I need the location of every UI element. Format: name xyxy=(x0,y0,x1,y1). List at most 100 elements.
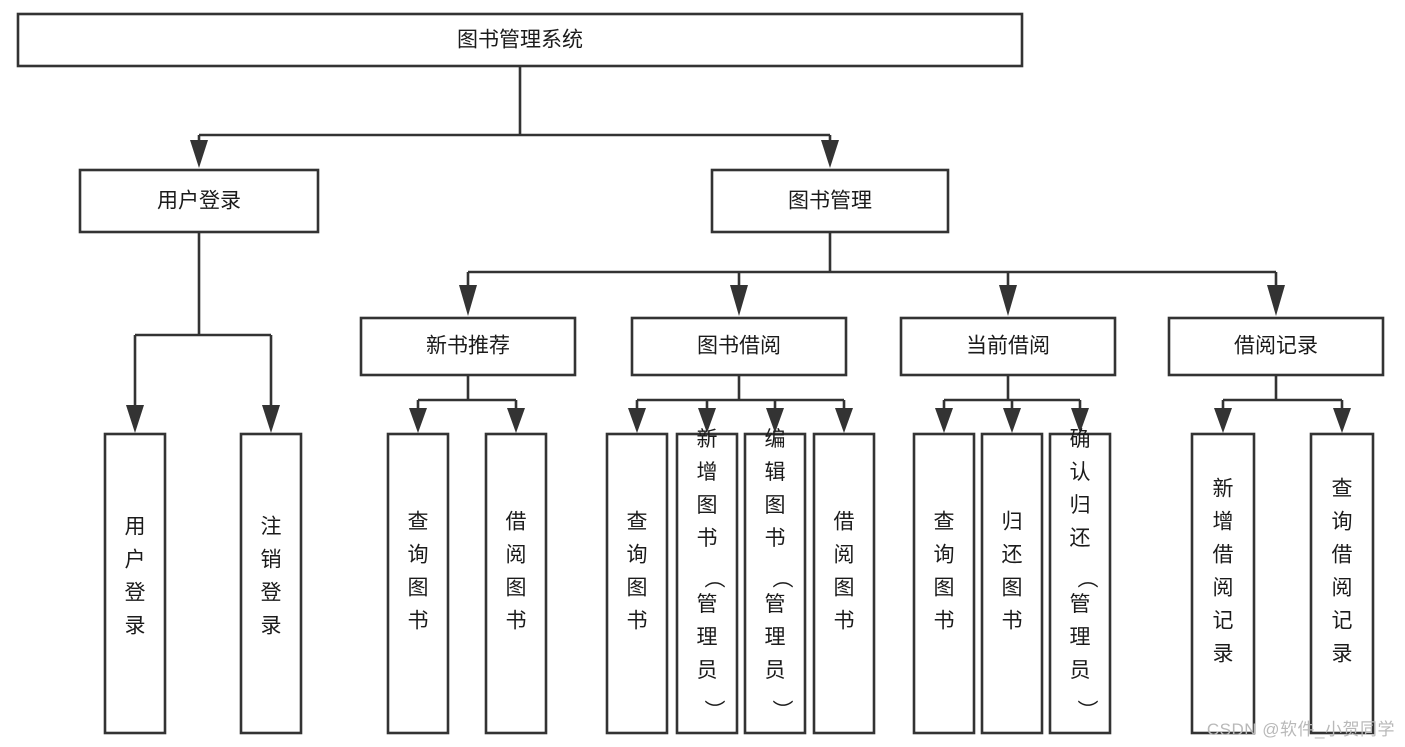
node-box-new-book-recommend[interactable] xyxy=(359,316,577,377)
vertical-char: 书 xyxy=(834,610,855,633)
node-box-user-login[interactable] xyxy=(78,168,320,234)
vertical-char: 用 xyxy=(125,516,146,539)
node-label-borrow-record: 借阅记录 xyxy=(1234,335,1318,358)
node-user-login[interactable]: 用户登录 xyxy=(78,168,320,234)
arrowhead-user-login xyxy=(190,140,208,168)
vertical-char: 录 xyxy=(1213,643,1234,666)
arrowhead-book-mgmt xyxy=(821,140,839,168)
arrowhead-currentborrow-child-3 xyxy=(1071,408,1089,433)
arrowhead-bookborrow-child-2 xyxy=(698,408,716,433)
vertical-char: （ xyxy=(702,568,725,589)
leaf-box-borrow-book-2[interactable] xyxy=(812,432,876,735)
node-new-book-recommend[interactable]: 新书推荐 xyxy=(359,316,577,377)
vertical-char: 辑 xyxy=(765,461,786,484)
vertical-char: 书 xyxy=(697,527,718,550)
vertical-char: 管 xyxy=(1070,593,1091,616)
arrowhead-bookborrow-child-3 xyxy=(766,408,784,433)
vertical-char: 理 xyxy=(765,626,786,649)
node-book-management[interactable]: 图书管理 xyxy=(710,168,950,234)
leaf-box-return-book[interactable] xyxy=(980,432,1044,735)
vertical-char: 录 xyxy=(261,615,282,638)
vertical-char: 图 xyxy=(834,577,855,600)
arrowhead-current-borrow xyxy=(999,285,1017,316)
node-current-borrow[interactable]: 当前借阅 xyxy=(899,316,1117,377)
node-box-book-borrow[interactable] xyxy=(630,316,848,377)
vertical-char: 理 xyxy=(1070,626,1091,649)
vertical-char: 新 xyxy=(1213,478,1234,501)
leaf-box-user-login[interactable] xyxy=(103,432,167,735)
arrowhead-newbook-child-1 xyxy=(409,408,427,433)
node-label-new-book-recommend: 新书推荐 xyxy=(426,335,510,358)
vertical-char: 员 xyxy=(1070,659,1091,682)
vertical-char: 阅 xyxy=(1332,577,1353,600)
vertical-char: 理 xyxy=(697,626,718,649)
csdn-watermark: CSDN @软件_小贺同学 xyxy=(1206,720,1395,739)
arrowhead-borrowrecord-child-1 xyxy=(1214,408,1232,433)
vertical-char: 书 xyxy=(934,610,955,633)
node-label-root: 图书管理系统 xyxy=(457,29,583,52)
node-box-root[interactable] xyxy=(16,12,1024,68)
node-label-book-management: 图书管理 xyxy=(788,190,872,213)
vertical-char: 查 xyxy=(627,511,648,534)
leaf-box-query-book-3[interactable] xyxy=(912,432,976,735)
leaf-node-user-login[interactable]: 用户登录 xyxy=(103,432,167,735)
leaf-box-query-book-2[interactable] xyxy=(605,432,669,735)
vertical-char: 确 xyxy=(1070,428,1091,451)
leaf-box-borrow-book-1[interactable] xyxy=(484,432,548,735)
leaf-box-query-book-1[interactable] xyxy=(386,432,450,735)
vertical-char: 图 xyxy=(1002,577,1023,600)
vertical-char: 查 xyxy=(1332,478,1353,501)
leaf-box-logout[interactable] xyxy=(239,432,303,735)
vertical-char: 新 xyxy=(697,428,718,451)
node-book-borrow[interactable]: 图书借阅 xyxy=(630,316,848,377)
leaf-box-add-borrow-record[interactable] xyxy=(1190,432,1256,735)
arrowhead-new-book xyxy=(459,285,477,316)
vertical-char: ） xyxy=(702,700,725,721)
leaf-box-add-book-admin[interactable] xyxy=(675,432,739,735)
node-box-borrow-record[interactable] xyxy=(1167,316,1385,377)
vertical-char: 编 xyxy=(765,428,786,451)
leaf-box-query-borrow-record[interactable] xyxy=(1309,432,1375,735)
vertical-char: 增 xyxy=(1213,511,1234,534)
vertical-char: 员 xyxy=(697,659,718,682)
vertical-char: 录 xyxy=(125,615,146,638)
node-box-current-borrow[interactable] xyxy=(899,316,1117,377)
leaf-box-confirm-return-admin[interactable] xyxy=(1048,432,1112,735)
vertical-char: ） xyxy=(770,700,793,721)
leaf-label-user-login: 用户登录 xyxy=(125,516,146,638)
arrowhead-bookborrow-child-1 xyxy=(628,408,646,433)
vertical-char: 归 xyxy=(1070,494,1091,517)
connector-group xyxy=(126,66,1351,433)
vertical-char: 注 xyxy=(261,516,282,539)
node-borrow-record[interactable]: 借阅记录 xyxy=(1167,316,1385,377)
leaf-box-edit-book-admin[interactable] xyxy=(743,432,807,735)
vertical-char: 记 xyxy=(1332,610,1353,633)
vertical-char: 书 xyxy=(765,527,786,550)
node-root-book-management-system[interactable]: 图书管理系统 xyxy=(16,12,1024,68)
arrowhead-newbook-child-2 xyxy=(507,408,525,433)
vertical-char: 阅 xyxy=(1213,577,1234,600)
vertical-char: 图 xyxy=(506,577,527,600)
vertical-char: 询 xyxy=(1332,511,1353,534)
vertical-char: 阅 xyxy=(506,544,527,567)
node-box-book-management[interactable] xyxy=(710,168,950,234)
vertical-char: 销 xyxy=(261,549,282,572)
